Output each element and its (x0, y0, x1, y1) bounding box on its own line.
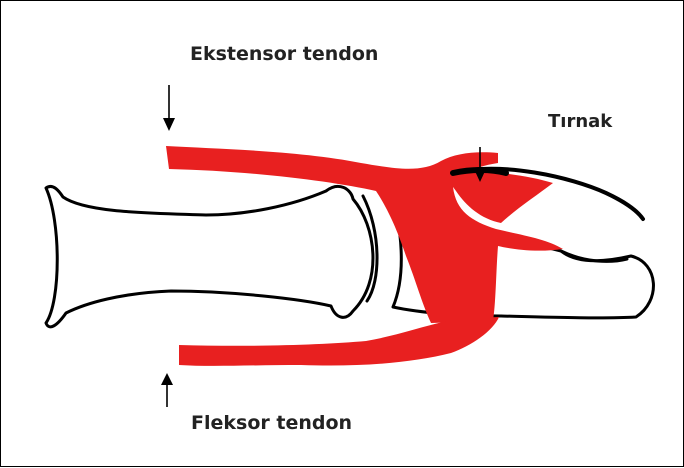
extensor-tendon-label: Ekstensor tendon (190, 43, 378, 65)
extensor-arrow (163, 85, 175, 131)
nail-label: Tırnak (548, 111, 612, 132)
flexor-tendon (179, 317, 499, 366)
proximal-phalanx-bone (46, 186, 373, 326)
flexor-tendon-label: Fleksor tendon (191, 412, 352, 434)
fingertip-inner-line (561, 251, 627, 261)
flexor-arrow (161, 373, 173, 407)
